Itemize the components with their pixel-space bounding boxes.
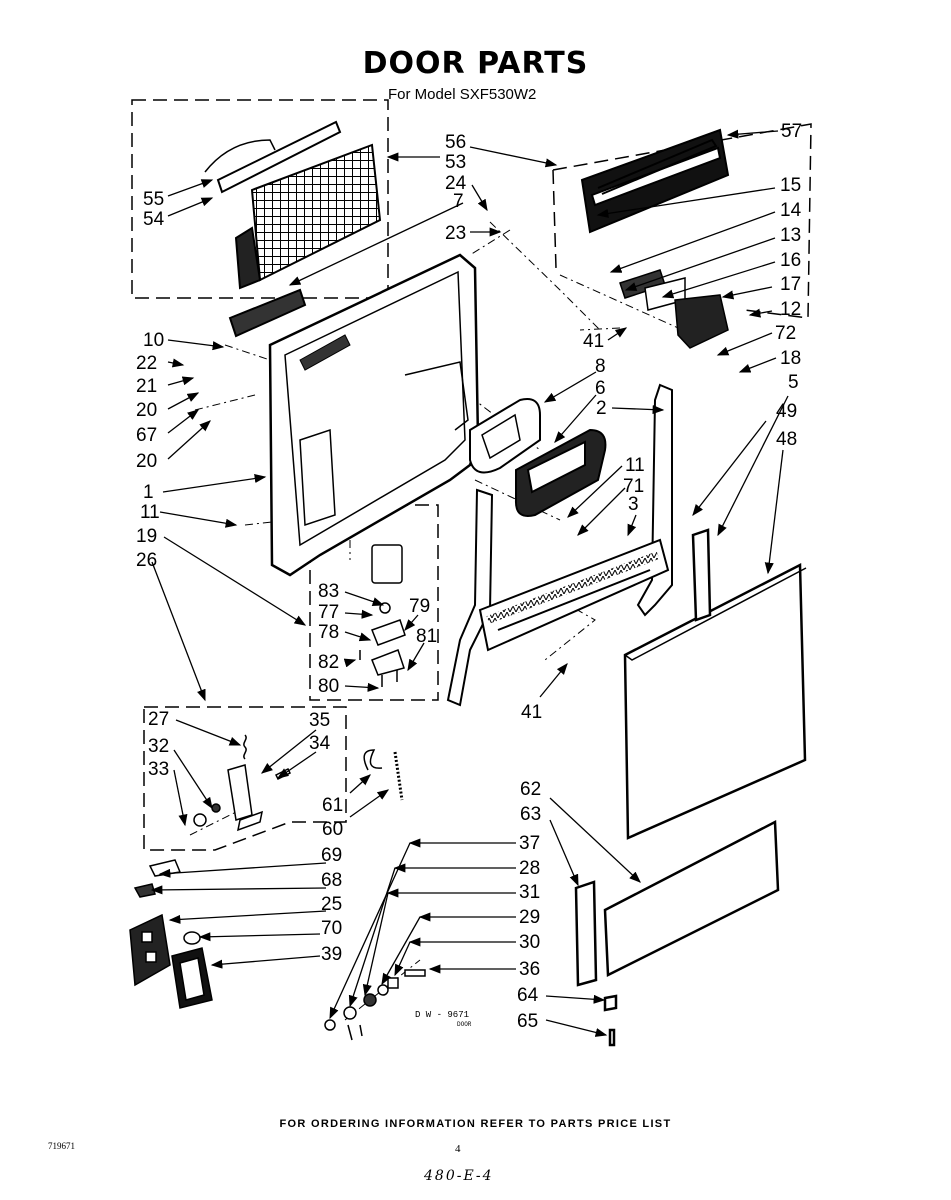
callout-41-lower: 41 bbox=[521, 702, 542, 723]
leader-lines bbox=[150, 129, 789, 1037]
callout-71: 71 bbox=[623, 476, 644, 497]
callout-77: 77 bbox=[318, 602, 339, 623]
callout-11-right: 11 bbox=[625, 455, 645, 476]
callout-17: 17 bbox=[780, 274, 801, 295]
callout-37: 37 bbox=[519, 833, 540, 854]
callout-20-upper: 20 bbox=[136, 400, 157, 421]
document-number: 719671 bbox=[48, 1141, 75, 1151]
part-latch-mechanism bbox=[359, 544, 406, 687]
part-rack-cover bbox=[204, 120, 382, 338]
callout-65: 65 bbox=[517, 1011, 538, 1032]
callout-20-lower: 20 bbox=[136, 451, 157, 472]
callout-21: 21 bbox=[136, 376, 157, 397]
callout-26: 26 bbox=[136, 550, 157, 571]
callout-53: 53 bbox=[445, 152, 466, 173]
callout-12: 12 bbox=[780, 299, 801, 320]
callout-7: 7 bbox=[453, 191, 464, 212]
callout-34: 34 bbox=[309, 733, 331, 754]
callout-5: 5 bbox=[788, 372, 799, 393]
callout-6: 6 bbox=[595, 378, 606, 399]
callout-3: 3 bbox=[628, 494, 639, 515]
part-small-latch-parts bbox=[129, 859, 213, 1009]
callout-27: 27 bbox=[148, 709, 169, 730]
drawing-code: D W - 9671 bbox=[415, 1010, 470, 1020]
part-handle-trim bbox=[469, 398, 607, 517]
part-inner-frame bbox=[446, 383, 673, 707]
callout-83: 83 bbox=[318, 581, 339, 602]
part-toe-kick bbox=[574, 819, 780, 1047]
callout-14: 14 bbox=[780, 200, 802, 221]
ordering-note: FOR ORDERING INFORMATION REFER TO PARTS … bbox=[279, 1118, 672, 1130]
callout-62: 62 bbox=[520, 779, 541, 800]
callout-41-upper: 41 bbox=[583, 331, 604, 352]
callout-18: 18 bbox=[780, 348, 801, 369]
callout-67: 67 bbox=[136, 425, 157, 446]
model-subtitle: For Model SXF530W2 bbox=[388, 86, 537, 103]
handwritten-note: 480-E-4 bbox=[424, 1168, 494, 1184]
callout-70: 70 bbox=[321, 918, 342, 939]
callout-56: 56 bbox=[445, 132, 466, 153]
callout-22: 22 bbox=[136, 353, 157, 374]
callout-80: 80 bbox=[318, 676, 339, 697]
callout-36: 36 bbox=[519, 959, 540, 980]
callout-labels: 57 56 53 24 7 55 54 23 15 14 13 16 17 12… bbox=[136, 121, 802, 1032]
part-hinge-hardware bbox=[324, 969, 426, 1041]
callout-11-left: 11 bbox=[140, 502, 160, 523]
callout-15: 15 bbox=[780, 175, 801, 196]
callout-79: 79 bbox=[409, 596, 430, 617]
callout-23: 23 bbox=[445, 223, 466, 244]
callout-2: 2 bbox=[596, 398, 607, 419]
callout-32: 32 bbox=[148, 736, 169, 757]
drawing-sub-code: DOOR bbox=[457, 1021, 472, 1028]
part-outer-panel bbox=[623, 528, 807, 840]
leader-elbows bbox=[329, 842, 421, 1020]
callout-63: 63 bbox=[520, 804, 541, 825]
callout-49: 49 bbox=[776, 401, 797, 422]
callout-30: 30 bbox=[519, 932, 540, 953]
page-title: DOOR PARTS bbox=[362, 46, 589, 81]
callout-68: 68 bbox=[321, 870, 342, 891]
callout-48: 48 bbox=[776, 429, 797, 450]
spring-group-box bbox=[143, 706, 347, 851]
callout-55: 55 bbox=[143, 189, 164, 210]
callout-24: 24 bbox=[445, 173, 467, 194]
callout-82: 82 bbox=[318, 652, 339, 673]
callout-39: 39 bbox=[321, 944, 342, 965]
part-spring-assembly bbox=[193, 734, 404, 832]
callout-78: 78 bbox=[318, 622, 339, 643]
callout-69: 69 bbox=[321, 845, 342, 866]
callout-64: 64 bbox=[517, 985, 539, 1006]
callout-1: 1 bbox=[143, 482, 154, 503]
page-number: 4 bbox=[455, 1143, 461, 1155]
callout-72: 72 bbox=[775, 323, 796, 344]
callout-60: 60 bbox=[322, 819, 343, 840]
callout-16: 16 bbox=[780, 250, 801, 271]
callout-8: 8 bbox=[595, 356, 606, 377]
callout-33: 33 bbox=[148, 759, 169, 780]
callout-25: 25 bbox=[321, 894, 342, 915]
part-door-liner bbox=[268, 253, 480, 577]
callout-54: 54 bbox=[143, 209, 165, 230]
callout-29: 29 bbox=[519, 907, 540, 928]
part-vent-panel bbox=[580, 128, 730, 234]
callout-19: 19 bbox=[136, 526, 157, 547]
part-latch-bracket bbox=[619, 269, 729, 349]
callout-13: 13 bbox=[780, 225, 801, 246]
callout-28: 28 bbox=[519, 858, 540, 879]
callout-35: 35 bbox=[309, 710, 330, 731]
callout-10: 10 bbox=[143, 330, 164, 351]
callout-31: 31 bbox=[519, 882, 540, 903]
callout-81: 81 bbox=[416, 626, 437, 647]
callout-57: 57 bbox=[781, 121, 802, 142]
callout-61: 61 bbox=[322, 795, 343, 816]
